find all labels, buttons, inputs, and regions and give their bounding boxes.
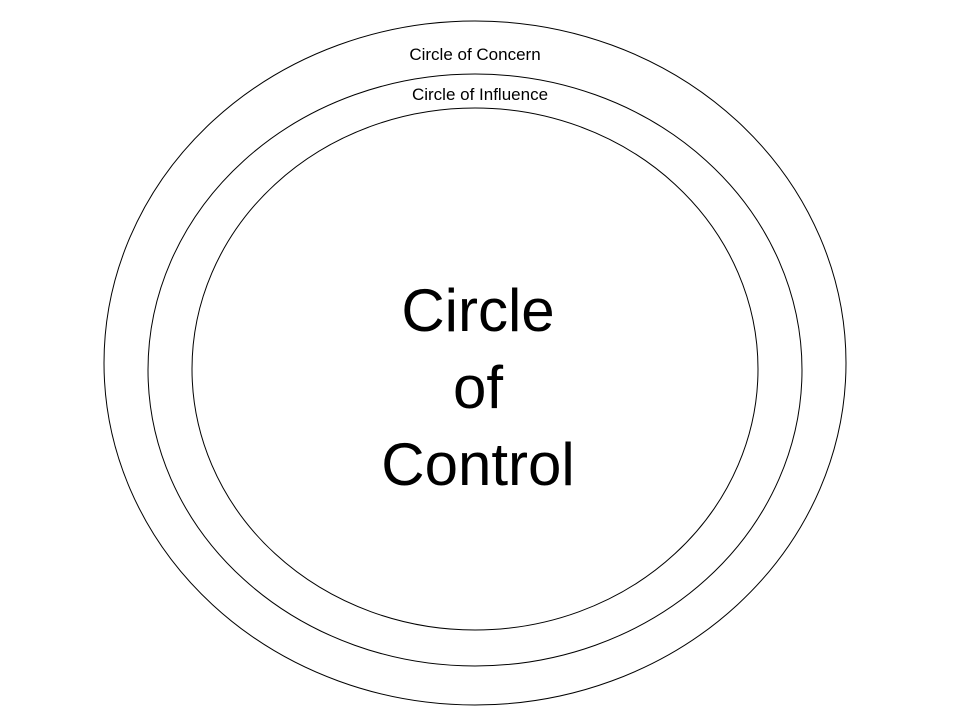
circle-of-influence-ring: [147, 73, 803, 667]
circle-of-influence-label: Circle of Influence: [412, 85, 548, 104]
circle-of-concern-label: Circle of Concern: [409, 45, 540, 64]
circle-of-control-label-line-2: of: [453, 354, 503, 421]
circle-of-control-label-line-1: Circle: [401, 277, 554, 344]
circle-of-control-ring: [191, 107, 759, 631]
circle-of-control-label-line-3: Control: [381, 431, 574, 498]
circle-of-concern-ring: [103, 20, 847, 706]
